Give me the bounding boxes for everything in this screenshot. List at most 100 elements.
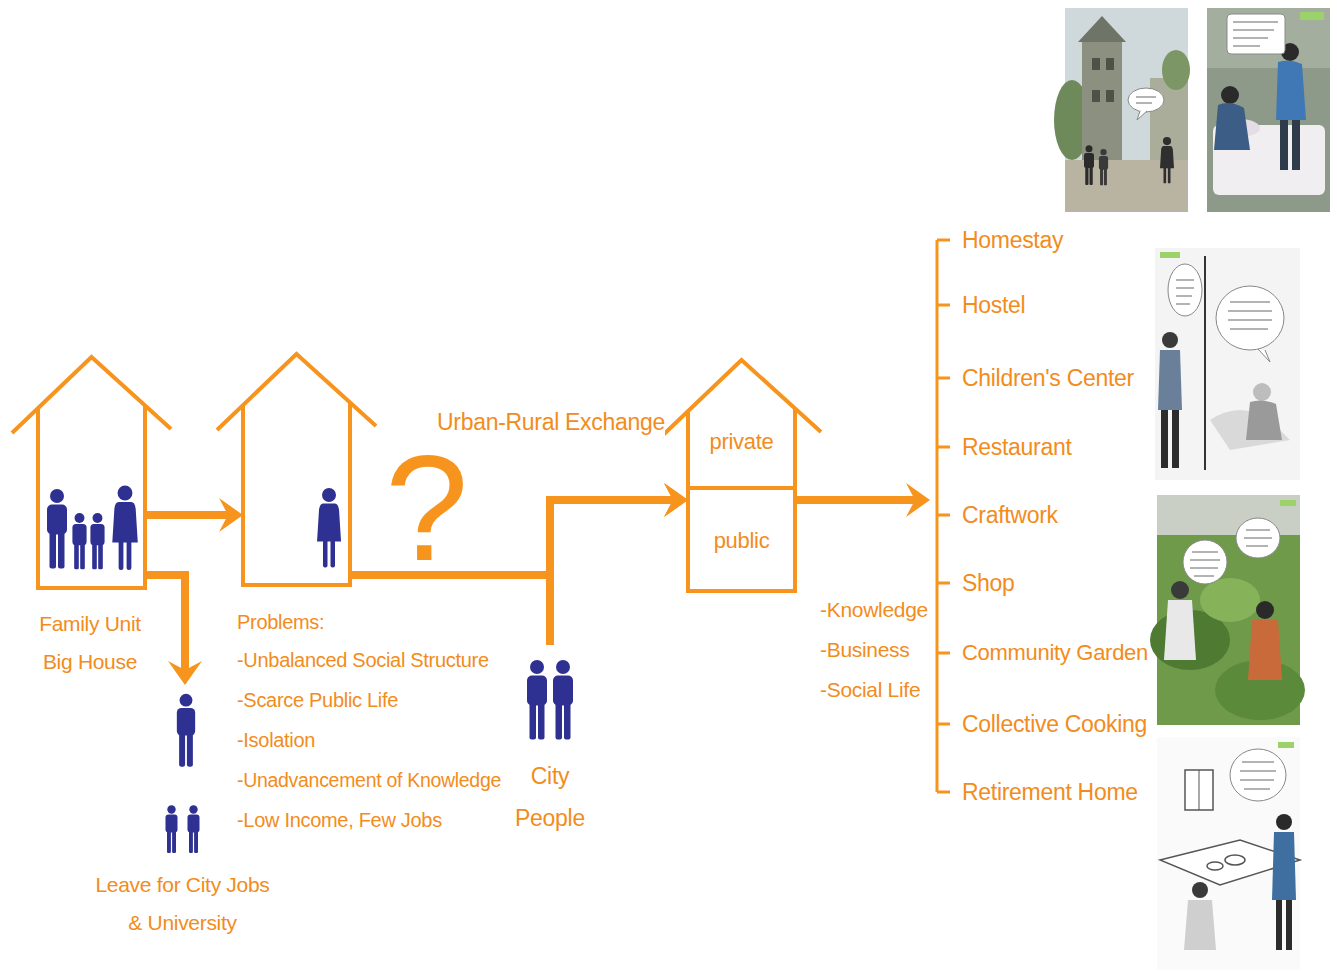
public-zone: public: [688, 488, 795, 593]
person-icon: [112, 486, 138, 570]
bedroom-photo-part: [1280, 120, 1288, 170]
arrow-shaft: [795, 496, 915, 504]
flow-arrow: [145, 575, 202, 685]
kitchen-photo-part: [1207, 862, 1223, 870]
garden-photo-part: [1236, 518, 1280, 558]
group-label: Leave for City Jobs & University: [95, 866, 270, 942]
arrow-shaft: [145, 511, 228, 519]
kitchen-photo-part: [1276, 900, 1282, 950]
meeting-photo-part: [1228, 302, 1272, 329]
wall-line: [38, 405, 145, 588]
edge-label-slot: Urban-Rural Exchange: [437, 407, 665, 437]
kitchen-photo-part: [1286, 900, 1292, 950]
meeting-photo-part: [1162, 332, 1178, 348]
meeting-photo-part: [1160, 252, 1180, 258]
meeting-photo-part: [1204, 256, 1206, 470]
village-photo-part: [1092, 58, 1100, 70]
outcome-item: -Knowledge: [820, 596, 928, 624]
kitchen-photo-part: [1230, 749, 1286, 801]
house-label-slot: Family Unit Big House: [30, 605, 150, 681]
garden-photo-part: [1183, 540, 1227, 584]
kitchen-photo-part: [1278, 742, 1294, 748]
edge-label: Urban-Rural Exchange: [437, 407, 665, 437]
problem-item-slot: -Scarce Public Life: [237, 686, 398, 714]
village-photo-part: [1092, 90, 1100, 102]
problem-item: -Unbalanced Social Structure: [237, 646, 489, 674]
zone-label: private: [688, 429, 795, 455]
zone-label: public: [688, 528, 795, 554]
private-zone: private: [688, 412, 795, 488]
outcome-item-slot: -Business: [820, 636, 910, 664]
problem-item: -Unadvancement of Knowledge: [237, 766, 501, 794]
house-label: Family Unit Big House: [30, 605, 150, 681]
people-group-shape: [95, 685, 270, 947]
use-item: Craftwork: [962, 500, 1058, 530]
person-icon: [166, 805, 178, 853]
problem-item: -Low Income, Few Jobs: [237, 806, 442, 834]
use-item: Children's Center: [962, 363, 1134, 393]
people-group: City People: [510, 645, 590, 840]
group-label: City People: [510, 755, 590, 839]
person-icon: [317, 488, 341, 568]
house-outline-shape: [38, 355, 145, 590]
bedroom-photo-part: [1276, 60, 1306, 120]
bedroom-photo-part: [1292, 120, 1300, 170]
kitchen-photo-part: [1272, 832, 1296, 900]
meeting-photo-part: [1253, 383, 1271, 401]
kitchen-photo-part: [1184, 900, 1216, 950]
village-photo-part: [1106, 58, 1114, 70]
bedroom-photo-part: [1207, 8, 1330, 68]
bedroom-photo: [1207, 8, 1330, 212]
flow-arrow: [145, 498, 243, 532]
kitchen-photo-part: [1225, 855, 1245, 865]
outcome-item-slot: -Social Life: [820, 676, 920, 704]
person-icon: [553, 660, 573, 740]
arrow-shaft: [145, 575, 185, 670]
wall-line: [688, 408, 795, 591]
garden-photo-part: [1280, 500, 1296, 506]
kitchen-photo-part: [1157, 737, 1300, 970]
bedroom-photo-part: [1233, 22, 1278, 46]
problem-item-slot: -Isolation: [237, 726, 315, 754]
meeting-photo-part: [1155, 248, 1300, 480]
problem-item: Problems:: [237, 608, 324, 636]
meeting-photo-part: [1168, 264, 1202, 316]
use-item-slot: Collective Cooking: [962, 709, 1147, 739]
people-group: Leave for City Jobs & University: [95, 685, 270, 947]
garden-photo: [1150, 495, 1305, 725]
use-item: Hostel: [962, 290, 1025, 320]
person-icon: [90, 513, 104, 569]
meeting-photo-part: [1158, 350, 1182, 410]
kitchen-photo-part: [1240, 762, 1276, 789]
arrow-shaft: [550, 500, 673, 645]
village-photo-part: [1099, 149, 1108, 185]
person-icon: [188, 805, 200, 853]
use-item-slot: Children's Center: [962, 363, 1134, 393]
kitchen-photo-part: [1276, 814, 1292, 830]
garden-photo-part: [1157, 495, 1300, 535]
house-outline-shape: [243, 352, 350, 587]
flow-arrow: [550, 483, 688, 645]
garden-photo-part: [1171, 581, 1189, 599]
use-item: Restaurant: [962, 432, 1072, 462]
list-bracket: [937, 240, 950, 792]
zone-label-slot: public: [688, 528, 795, 554]
garden-photo-part: [1244, 530, 1272, 546]
outcome-item: -Social Life: [820, 676, 920, 704]
floor-divider: [688, 486, 795, 490]
meeting-photo-part: [1216, 286, 1284, 350]
use-item: Collective Cooking: [962, 709, 1147, 739]
kitchen-photo-part: [1199, 770, 1200, 810]
meeting-photo-part: [1246, 400, 1282, 440]
use-item: Community Garden: [962, 638, 1148, 668]
group-label-slot: Leave for City Jobs & University: [95, 866, 270, 942]
village-photo-part: [1082, 42, 1122, 162]
bedroom-photo-part: [1227, 14, 1285, 54]
roof-line: [662, 360, 821, 436]
village-photo-part: [1078, 16, 1126, 42]
problem-item-slot: -Low Income, Few Jobs: [237, 806, 442, 834]
roof-line: [12, 357, 171, 433]
kitchen-photo: [1157, 737, 1300, 970]
